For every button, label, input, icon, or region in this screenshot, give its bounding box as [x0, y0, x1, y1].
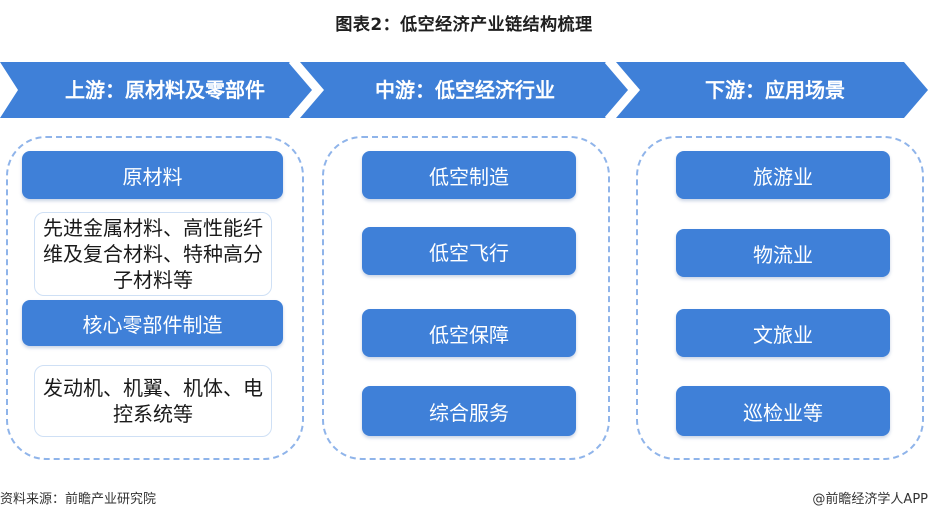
midstream-item: 低空飞行 — [362, 227, 576, 275]
downstream-item: 旅游业 — [676, 151, 890, 199]
ribbon-arrows — [0, 62, 928, 118]
separator-1 — [288, 62, 316, 118]
source-note: 资料来源：前瞻产业研究院 — [0, 492, 157, 507]
raw-materials-detail: 先进金属材料、高性能纤维及复合材料、特种高分子材料等 — [34, 212, 272, 296]
midstream-item: 综合服务 — [362, 386, 576, 436]
midstream-arrow — [300, 62, 630, 118]
downstream-item: 文旅业 — [676, 309, 890, 357]
midstream-item: 低空保障 — [362, 309, 576, 357]
stage-label-midstream: 中游：低空经济行业 — [375, 78, 555, 102]
raw-materials-box: 原材料 — [22, 151, 283, 199]
stage-label-downstream: 下游：应用场景 — [705, 78, 845, 102]
value-chain-ribbon: 上游：原材料及零部件 中游：低空经济行业 下游：应用场景 — [0, 62, 928, 118]
separator-2 — [604, 62, 632, 118]
stage-label-upstream: 上游：原材料及零部件 — [65, 78, 265, 102]
midstream-item: 低空制造 — [362, 151, 576, 199]
downstream-item: 物流业 — [676, 229, 890, 277]
core-parts-detail: 发动机、机翼、机体、电控系统等 — [34, 365, 272, 437]
downstream-arrow — [616, 62, 928, 118]
upstream-arrow — [0, 62, 314, 118]
credit-note: @前瞻经济学人APP — [812, 492, 928, 507]
downstream-item: 巡检业等 — [676, 386, 890, 436]
core-parts-box: 核心零部件制造 — [22, 300, 283, 346]
chart-title: 图表2：低空经济产业链结构梳理 — [335, 15, 593, 35]
